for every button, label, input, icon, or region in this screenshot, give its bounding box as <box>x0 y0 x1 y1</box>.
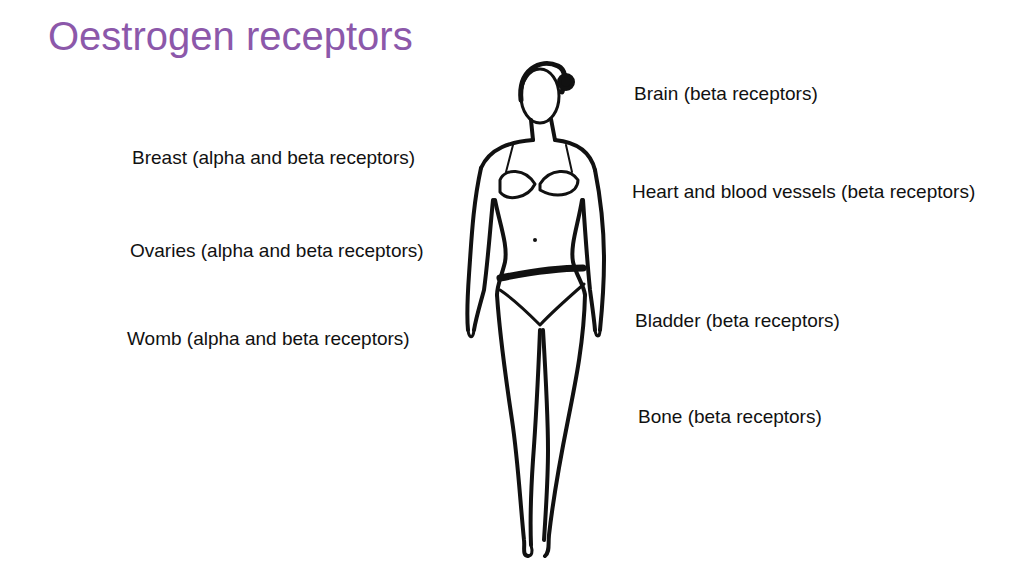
organ-label: Womb (alpha and beta receptors) <box>127 328 410 350</box>
organ-label: Bone (beta receptors) <box>638 406 822 428</box>
organ-label: Brain (beta receptors) <box>634 83 818 105</box>
organ-label: Heart and blood vessels (beta receptors) <box>632 181 975 203</box>
organ-label: Breast (alpha and beta receptors) <box>132 147 415 169</box>
title: Oestrogen receptors <box>48 14 413 59</box>
organ-label: Ovaries (alpha and beta receptors) <box>130 240 424 262</box>
organ-label: Bladder (beta receptors) <box>635 310 840 332</box>
